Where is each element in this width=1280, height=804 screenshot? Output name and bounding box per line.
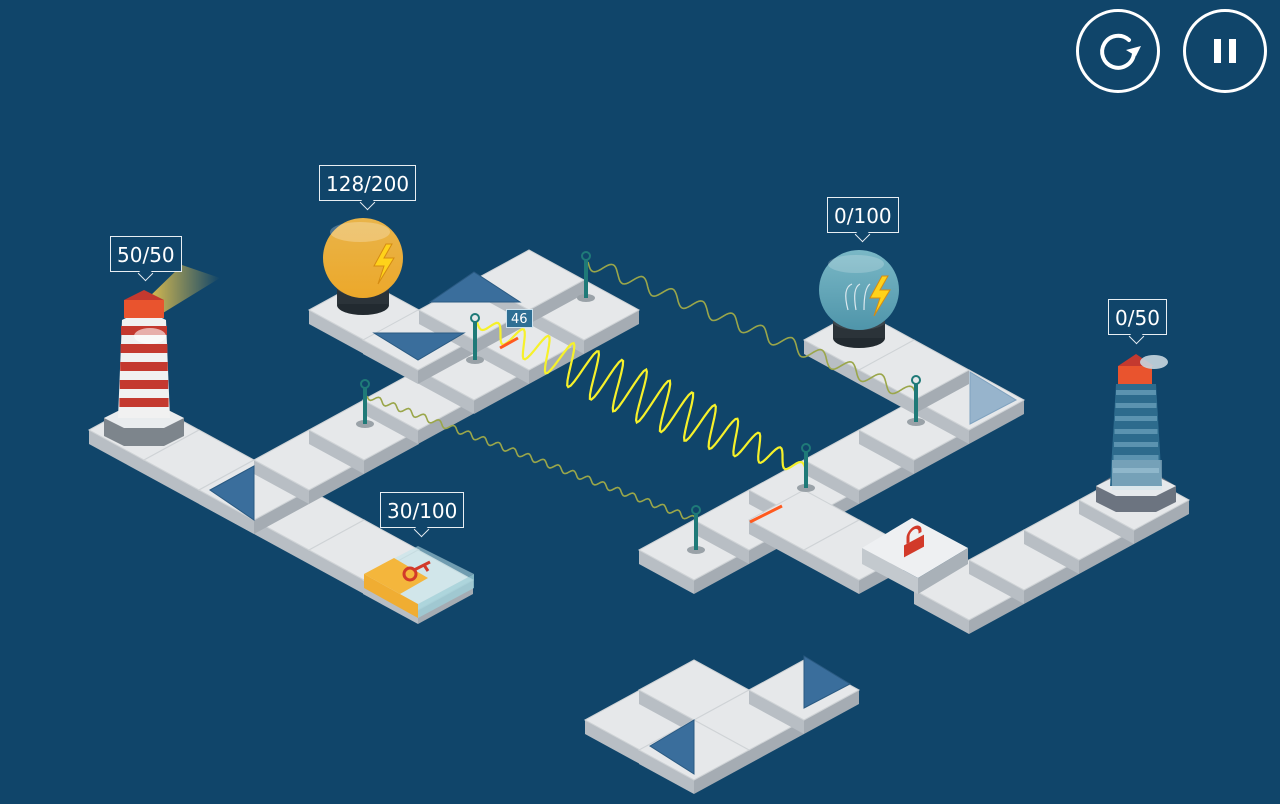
relay-pole[interactable] [466,313,484,364]
beam-layer [366,261,917,524]
key-icon [402,560,431,582]
key-box[interactable] [364,546,474,618]
blue-bulb-counter: 0/100 [827,197,899,233]
relay-pole[interactable] [907,375,925,426]
lock-icon [904,525,924,558]
floor-tile [967,529,1081,604]
pole-layer [356,251,925,554]
pause-icon [1214,39,1236,63]
relay-pole[interactable] [577,251,595,302]
lock-block [862,518,968,594]
pause-button[interactable] [1183,9,1267,93]
tile-layer [87,249,1191,794]
blue-bulb[interactable] [819,250,899,348]
relay-pole[interactable] [687,505,705,554]
relay-pole[interactable] [797,443,815,492]
light-beam [475,321,808,471]
laser-segment [749,504,783,524]
faint-beam [366,395,697,521]
mirror[interactable] [428,271,522,303]
mirror-layer [209,271,1018,775]
restart-button[interactable] [1076,9,1160,93]
yellow-bulb-counter: 128/200 [319,165,417,201]
mirror[interactable] [969,371,1018,425]
relay-pole[interactable] [356,379,374,428]
mirror[interactable] [649,719,695,775]
mirror[interactable] [372,332,466,361]
red-lighthouse[interactable] [104,265,220,446]
beam-counter: 46 [506,309,533,328]
faint-beam [587,261,917,397]
light-cone [148,265,220,316]
right-lighthouse-counter: 0/50 [1108,299,1167,335]
blue-lighthouse[interactable] [1096,354,1176,512]
laser-segment [499,336,519,350]
mirror[interactable] [209,465,255,521]
yellow-bulb[interactable] [323,218,403,315]
left-lighthouse-counter: 50/50 [110,236,182,272]
mirror[interactable] [803,655,852,709]
key-box-counter: 30/100 [380,492,465,528]
restart-icon [1100,33,1141,70]
